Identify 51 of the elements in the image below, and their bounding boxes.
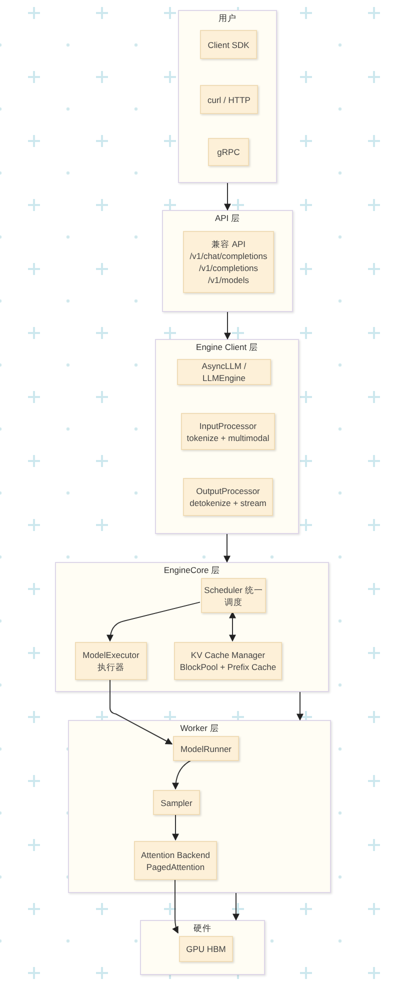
component-box (75, 642, 147, 680)
component-label: gRPC (216, 146, 241, 158)
arrow (110, 678, 173, 744)
component-box (134, 841, 217, 880)
component-box (183, 478, 273, 516)
arrow (232, 892, 240, 921)
component-box (177, 359, 271, 385)
component-box (200, 85, 258, 114)
component-label: Sampler (160, 796, 194, 808)
layer-container (155, 339, 299, 534)
layer-container (68, 720, 331, 893)
component-box (181, 413, 275, 450)
component-label: InputProcessor tokenize + multimodal (186, 420, 270, 444)
layer-title: API 层 (214, 213, 242, 225)
arrow (172, 814, 179, 841)
layer-title: Worker 层 (179, 723, 220, 735)
arrow (296, 692, 304, 721)
layer-container (162, 210, 293, 312)
arrow (224, 534, 230, 563)
layer-title: 硬件 (192, 923, 212, 935)
layer-container (55, 562, 329, 692)
arrow (172, 878, 178, 934)
component-label: ModelExecutor 执行器 (82, 649, 140, 673)
component-label: AsyncLLM / LLMEngine (200, 360, 248, 384)
component-label: 兼容 API /v1/chat/completions /v1/completions /v1/models (188, 238, 268, 286)
layer-container (178, 10, 277, 183)
layer-title: EngineCore 层 (162, 565, 222, 577)
component-box (201, 578, 266, 613)
layer-title: 用户 (218, 13, 238, 25)
component-label: Attention Backend PagedAttention (140, 848, 211, 872)
layer-title: Engine Client 层 (195, 342, 259, 354)
component-label: ModelRunner (179, 742, 233, 754)
component-box (208, 138, 249, 166)
component-box (179, 936, 233, 962)
component-label: OutputProcessor detokenize + stream (188, 485, 268, 509)
component-label: Scheduler 统一调度 (203, 584, 264, 608)
arrow (172, 760, 192, 790)
layer-container (140, 920, 265, 975)
component-label: curl / HTTP (206, 94, 252, 106)
component-box (174, 642, 282, 680)
component-label: Client SDK (206, 38, 250, 50)
component-box (200, 30, 257, 59)
component-box (153, 790, 200, 815)
component-box (173, 736, 239, 761)
arrow (229, 611, 236, 642)
component-label: GPU HBM (185, 943, 227, 955)
arrow (224, 182, 231, 211)
component-box (183, 231, 274, 293)
arrow (106, 602, 200, 642)
component-label: KV Cache Manager BlockPool + Prefix Cache (178, 649, 278, 673)
arrow (224, 312, 231, 340)
